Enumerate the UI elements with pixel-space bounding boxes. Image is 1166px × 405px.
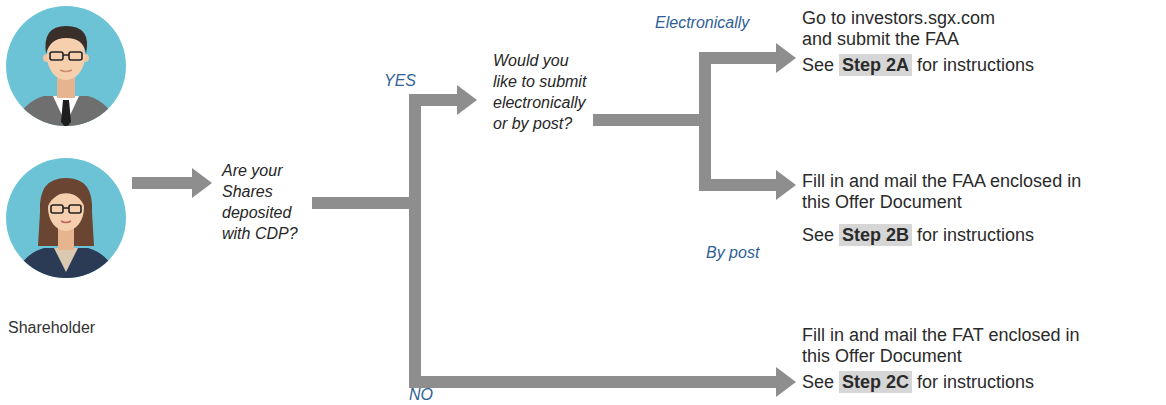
- arrow-head: [192, 168, 212, 198]
- node-text: Would you like to submit electronically …: [493, 52, 586, 132]
- text-line: SeeStep 2Afor instructions: [802, 55, 1164, 76]
- man-avatar: [6, 6, 126, 140]
- text-line: Shareholder: [8, 318, 132, 338]
- flow-arrow: [593, 120, 796, 200]
- text-line: Go to investors.sgx.com and submit the F…: [802, 8, 1030, 50]
- shareholder-illustration: [0, 0, 132, 300]
- text-line: Are your Shares deposited with CDP?: [222, 160, 312, 244]
- instruction-text: Go to investors.sgx.com and submit the F…: [796, 8, 1164, 76]
- flow-arrow: [312, 85, 477, 203]
- branch-label: NO: [409, 386, 433, 404]
- arrow-head: [776, 170, 796, 200]
- arrow-head: [776, 367, 796, 397]
- text-line: Would you like to submit electronically …: [493, 50, 593, 134]
- instruction-text: Fill in and mail the FAT enclosed in thi…: [796, 325, 1164, 393]
- text-line: SeeStep 2Cfor instructions: [802, 372, 1164, 393]
- arrow-shaft: [593, 120, 777, 185]
- text-line: Fill in and mail the FAA enclosed in thi…: [802, 171, 1092, 213]
- node-text: for instructions: [917, 225, 1034, 245]
- text-line: SeeStep 2Bfor instructions: [802, 225, 1164, 246]
- woman-avatar: [6, 158, 126, 292]
- arrow-head: [776, 43, 796, 73]
- node-text: See: [802, 372, 834, 392]
- decision-question: Are your Shares deposited with CDP?: [212, 160, 312, 244]
- shareholder-group: Shareholder: [0, 0, 132, 345]
- arrow-shaft: [593, 58, 777, 120]
- text-line: Fill in and mail the FAT enclosed in thi…: [802, 325, 1092, 367]
- node-text: Fill in and mail the FAA enclosed in thi…: [802, 171, 1081, 212]
- decision-question: Would you like to submit electronically …: [477, 50, 593, 134]
- node-text: Fill in and mail the FAT enclosed in thi…: [802, 325, 1079, 366]
- branch-label: Electronically: [655, 14, 749, 32]
- node-text: See: [802, 55, 834, 75]
- flow-arrow: [132, 168, 212, 198]
- node-text: Shareholder: [8, 319, 95, 336]
- step-reference: Step 2C: [839, 371, 912, 393]
- node-text: for instructions: [917, 55, 1034, 75]
- branch-label: YES: [384, 72, 416, 90]
- flow-arrow: [312, 203, 796, 397]
- arrow-head: [457, 85, 477, 115]
- flow-arrow: [593, 43, 796, 120]
- arrow-shaft: [312, 203, 777, 382]
- node-text: Go to investors.sgx.com and submit the F…: [802, 8, 995, 49]
- arrow-shaft: [312, 100, 458, 203]
- arrow-shaft: [132, 177, 193, 189]
- node-text: for instructions: [917, 372, 1034, 392]
- step-reference: Step 2A: [839, 54, 912, 76]
- node-text: See: [802, 225, 834, 245]
- branch-label: By post: [706, 244, 759, 262]
- step-reference: Step 2B: [839, 224, 912, 246]
- instruction-text: Fill in and mail the FAA enclosed in thi…: [796, 171, 1164, 246]
- node-text: Are your Shares deposited with CDP?: [222, 162, 298, 242]
